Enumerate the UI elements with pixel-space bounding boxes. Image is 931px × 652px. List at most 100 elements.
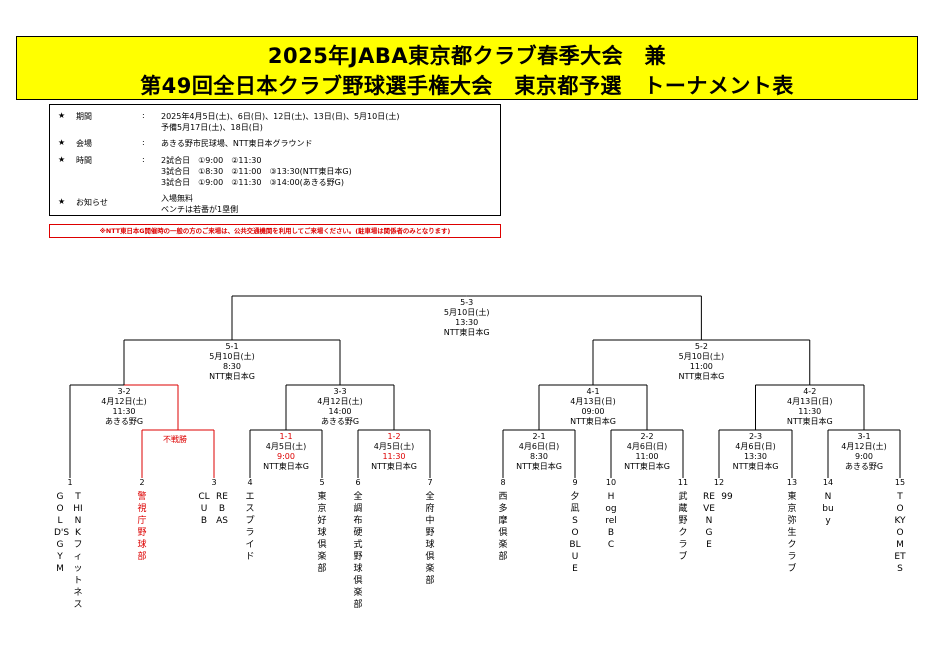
match-label-line: 5月10日(土) (209, 352, 255, 361)
match-label-line: NTT東日本G (732, 462, 779, 471)
info-box: ★ 期間 : 2025年4月5日(土)、6日(日)、12日(土)、13日(日)、… (49, 104, 501, 216)
team-number: 10 (605, 478, 617, 487)
star-icon: ★ (58, 138, 66, 147)
team-name: 東京弥生クラブ (787, 492, 797, 574)
match-label-line: 13:30 (743, 452, 768, 461)
team-name: 99 (721, 492, 733, 502)
match-label-line: 1-1 (279, 432, 293, 441)
star-icon: ★ (58, 197, 66, 206)
match-label-line: 3-2 (117, 387, 131, 396)
team-name: 全調布硬式野球倶楽部 (353, 492, 363, 610)
match-label-line: NTT東日本G (443, 328, 490, 337)
team-name: 西多摩倶楽部 (498, 492, 508, 562)
team-number: 1 (67, 478, 73, 487)
team-number: 9 (572, 478, 578, 487)
match-label-line: 5月10日(土) (678, 352, 725, 361)
match-label-line: 4月13日(日) (786, 397, 833, 406)
match-label-line: NTT東日本G (570, 417, 616, 426)
team-number: 11 (677, 478, 689, 487)
match-label-line: 4月12日(土) (101, 397, 147, 406)
info-label: 会場 (76, 139, 92, 148)
match-label-line: 09:00 (581, 407, 605, 416)
team-name: 警視庁野球部 (137, 492, 147, 562)
walkover-label: 不戦勝 (163, 435, 187, 444)
match-label-line: 5-2 (694, 342, 708, 351)
match-label-line: 2-1 (532, 432, 546, 441)
info-line: 2025年4月5日(土)、6日(日)、12日(土)、13日(日)、5月10日(土… (161, 112, 400, 121)
team-name: 武蔵野クラブ (678, 492, 688, 562)
match-label-line: 11:00 (689, 362, 713, 371)
match-label-line: 9:00 (855, 452, 873, 461)
match-label-line: あきる野G (320, 417, 360, 426)
title-banner: 2025年JABA東京都クラブ春季大会 兼 第49回全日本クラブ野球選手権大会 … (16, 36, 918, 100)
team-name: 東京好球倶楽部 (317, 492, 327, 574)
info-line: ベンチは若番が1塁側 (161, 205, 239, 214)
info-label: 時間 (76, 156, 92, 165)
match-label-line: NTT東日本G (678, 372, 725, 381)
info-line: 3試合日 ①9:00 ②11:30 ③14:00(あきる野G) (161, 178, 344, 187)
match-label-line: 4-1 (586, 387, 600, 396)
team-number: 8 (500, 478, 506, 487)
match-label-line: 2-3 (748, 432, 763, 441)
match-label-line: 4月12日(土) (841, 442, 887, 451)
match-label-line: 3-3 (333, 387, 347, 396)
info-line: 入場無料 (161, 194, 193, 203)
match-label-line: 4月5日(土) (373, 442, 415, 451)
team-number: 3 (211, 478, 217, 487)
match-label-line: 8:30 (530, 452, 548, 461)
team-name: GOLD'S GYM (54, 492, 70, 574)
match-label-line: 1-2 (387, 432, 401, 441)
team-number: 4 (247, 478, 253, 487)
team-name: REVENGE (703, 492, 715, 550)
match-label-line: 4月6日(日) (518, 442, 560, 451)
match-label-line: 5-3 (460, 298, 474, 307)
match-label-line: NTT東日本G (516, 462, 562, 471)
info-line: 2試合日 ①9:00 ②11:30 (161, 156, 262, 165)
match-label-line: 8:30 (223, 362, 241, 371)
info-colon: : (142, 155, 145, 164)
team-number: 15 (894, 478, 906, 487)
match-label-line: 9:00 (277, 452, 295, 461)
match-label-line: 14:00 (328, 407, 352, 416)
info-value: 入場無料 ベンチは若番が1塁側 (161, 193, 238, 215)
match-label-line: NTT東日本G (209, 372, 255, 381)
match-label-line: 4月12日(土) (317, 397, 363, 406)
match-label-line: 13:30 (455, 318, 479, 327)
team-number: 12 (713, 478, 725, 487)
match-label-line: 4月6日(日) (626, 442, 668, 451)
team-number: 5 (319, 478, 325, 487)
match-label-line: 11:30 (112, 407, 136, 416)
match-label-line: 11:30 (382, 452, 406, 461)
match-label-line: 11:00 (635, 452, 659, 461)
team-name: Hogrel BC (605, 492, 617, 550)
team-name: Nbuy (822, 492, 834, 526)
star-icon: ★ (58, 155, 66, 164)
info-line: あきる野市民球場、NTT東日本グラウンド (161, 139, 313, 148)
match-label-line: NTT東日本G (786, 417, 833, 426)
match-label-line: 4-2 (803, 387, 817, 396)
team-name: TOKYO METS (894, 492, 906, 574)
match-label-line: 11:30 (798, 407, 822, 416)
match-label-line: NTT東日本G (263, 462, 309, 471)
match-label-line: 3-1 (857, 432, 871, 441)
info-line: 3試合日 ①8:30 ②11:00 ③13:30(NTT東日本G) (161, 167, 352, 176)
team-number: 2 (139, 478, 145, 487)
star-icon: ★ (58, 111, 66, 120)
match-label-line: あきる野G (104, 417, 144, 426)
title-line-2: 第49回全日本クラブ野球選手権大会 東京都予選 トーナメント表 (140, 74, 794, 98)
team-number: 14 (822, 478, 834, 487)
info-value: 2025年4月5日(土)、6日(日)、12日(土)、13日(日)、5月10日(土… (161, 111, 399, 133)
match-label-line: 2-2 (640, 432, 654, 441)
team-number: 13 (786, 478, 798, 487)
team-name: 夕凪SO BLUE (569, 492, 581, 574)
